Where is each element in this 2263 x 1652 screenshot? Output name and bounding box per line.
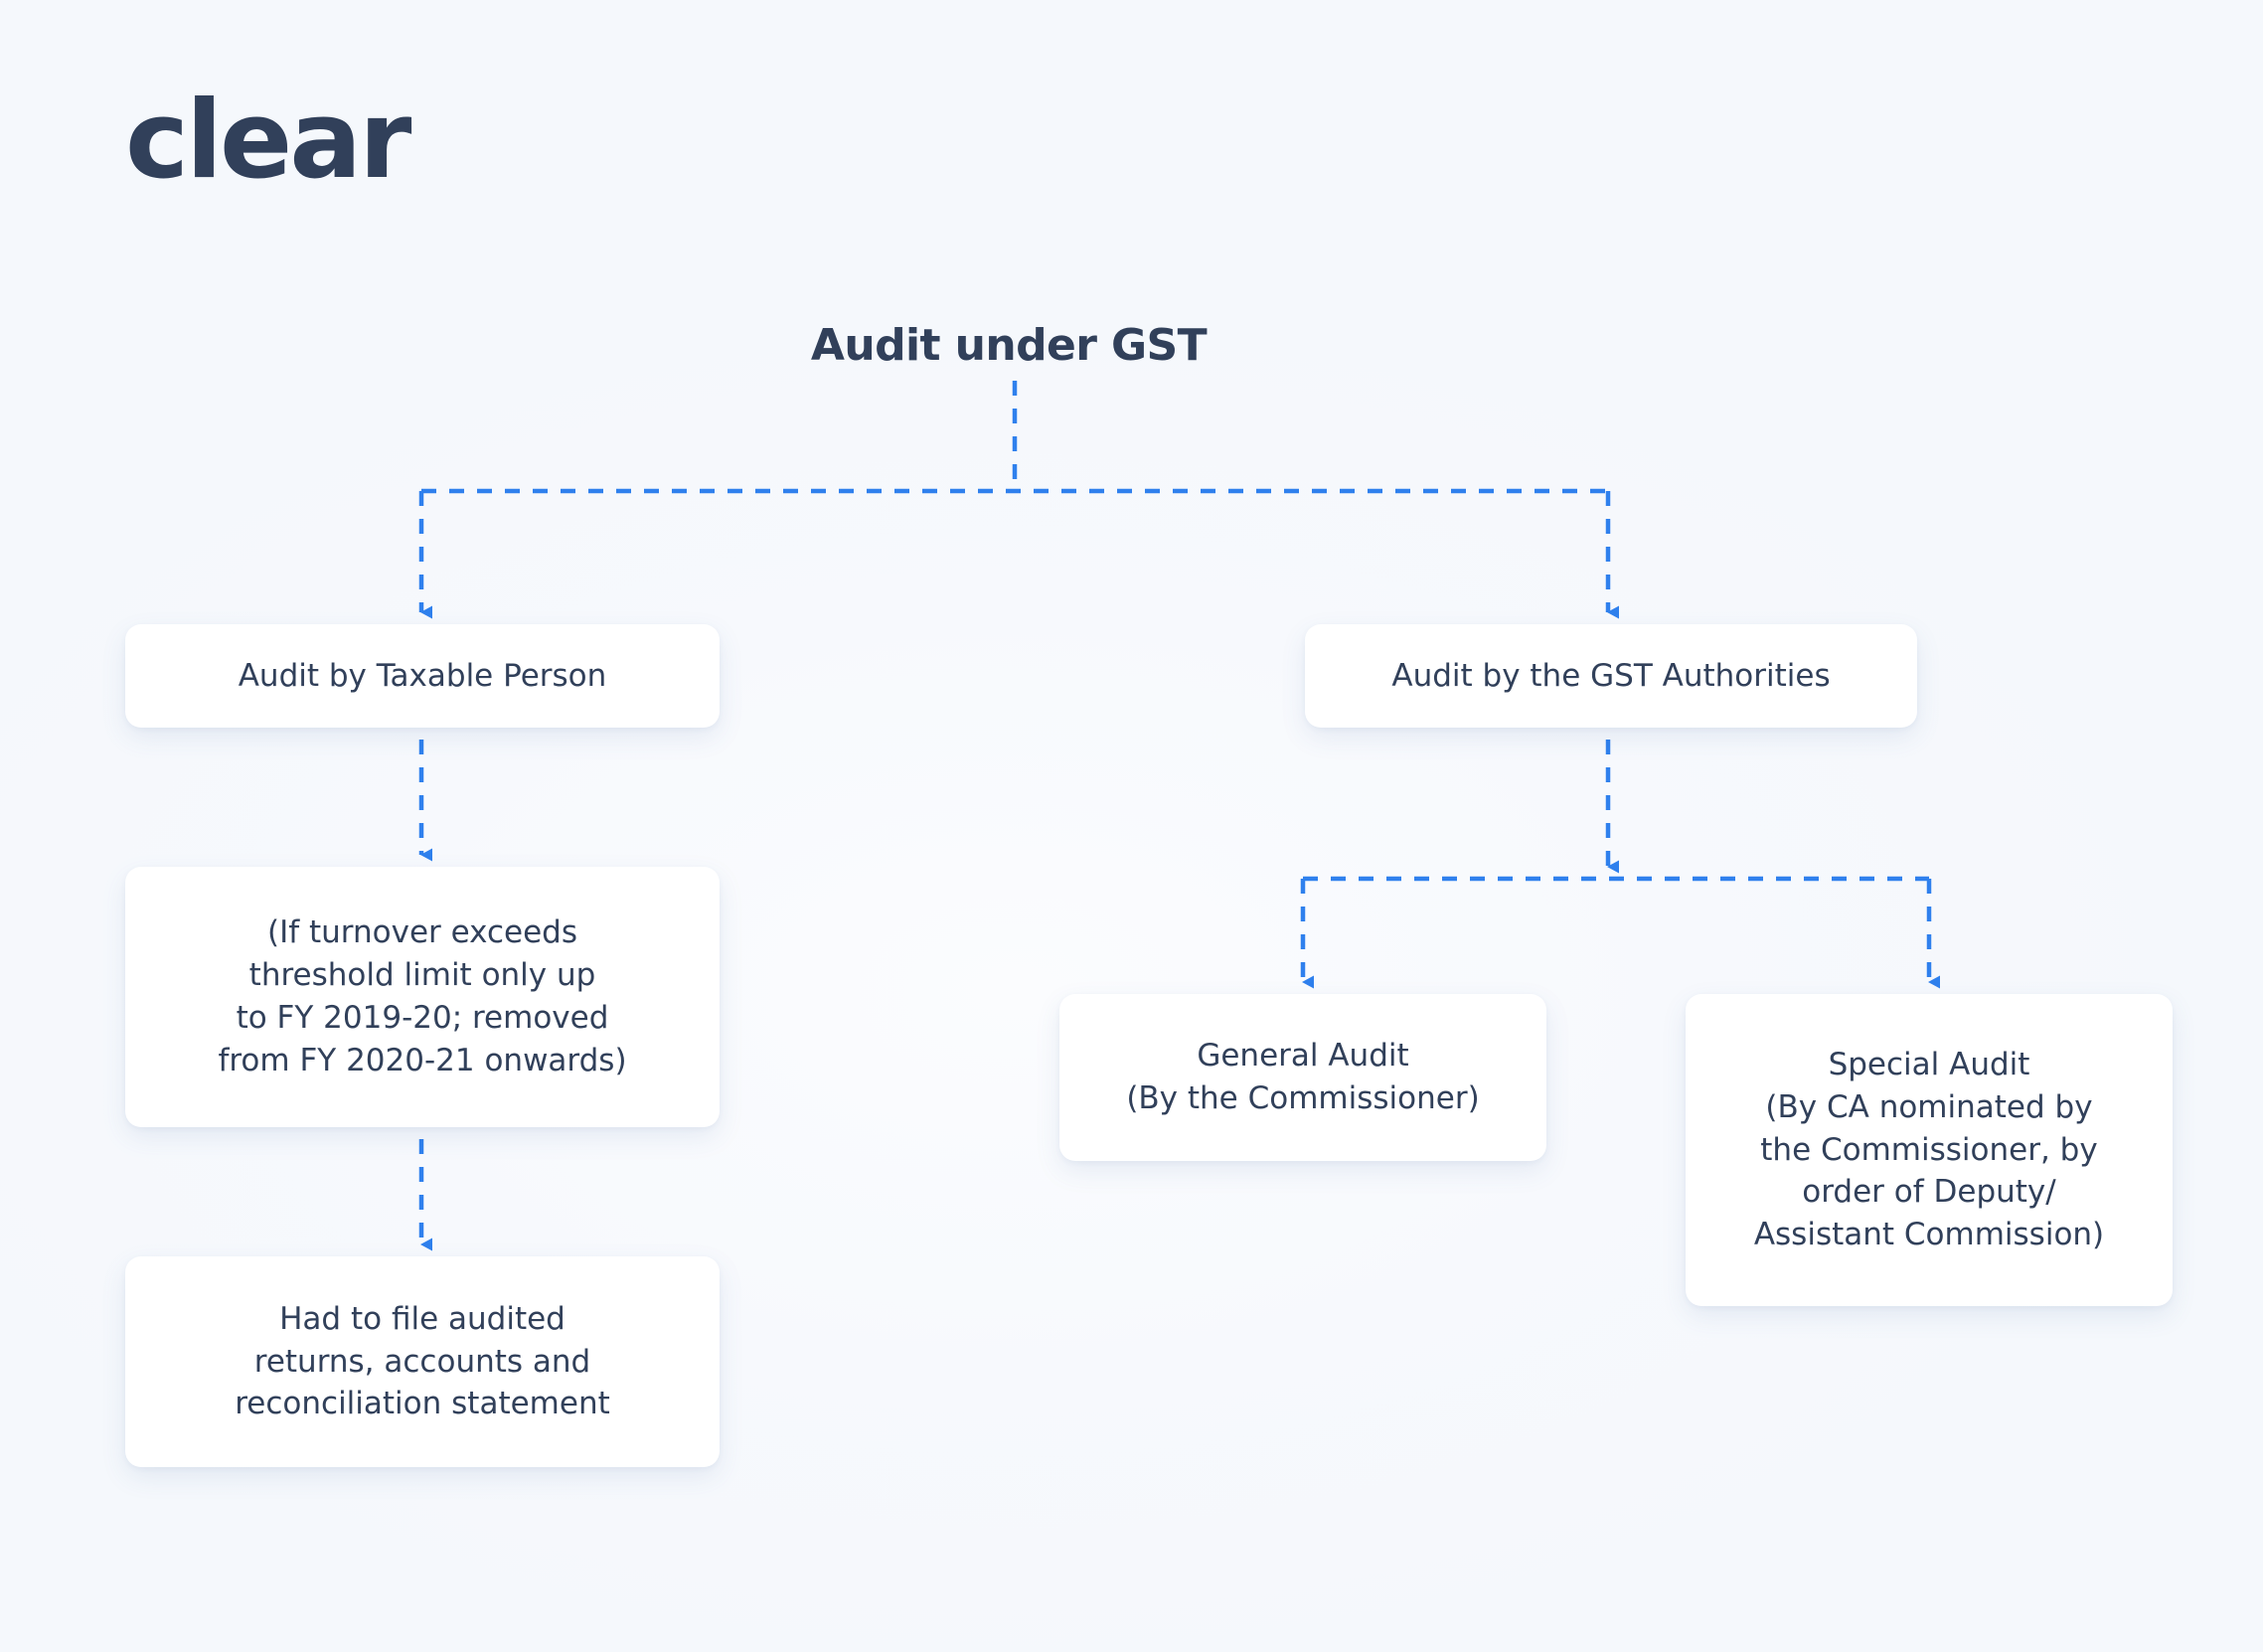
node-label: (If turnover exceeds threshold limit onl…: [218, 914, 627, 1078]
node-audited-returns[interactable]: Had to file audited returns, accounts an…: [125, 1256, 720, 1467]
node-audit-by-taxable-person[interactable]: Audit by Taxable Person: [125, 624, 720, 728]
node-general-audit[interactable]: General Audit (By the Commissioner): [1059, 994, 1546, 1161]
node-label: Audit by the GST Authorities: [1391, 657, 1831, 694]
node-label: Audit by Taxable Person: [238, 657, 607, 694]
node-label: Special Audit (By CA nominated by the Co…: [1753, 1047, 2105, 1253]
node-label: General Audit (By the Commissioner): [1126, 1038, 1480, 1116]
clear-logo: clear: [125, 79, 411, 203]
diagram-title: Audit under GST: [810, 320, 1208, 371]
node-audit-by-gst-authorities[interactable]: Audit by the GST Authorities: [1305, 624, 1917, 728]
node-turnover-threshold-note[interactable]: (If turnover exceeds threshold limit onl…: [125, 867, 720, 1127]
node-label: Had to file audited returns, accounts an…: [235, 1300, 610, 1422]
node-special-audit[interactable]: Special Audit (By CA nominated by the Co…: [1686, 994, 2173, 1306]
